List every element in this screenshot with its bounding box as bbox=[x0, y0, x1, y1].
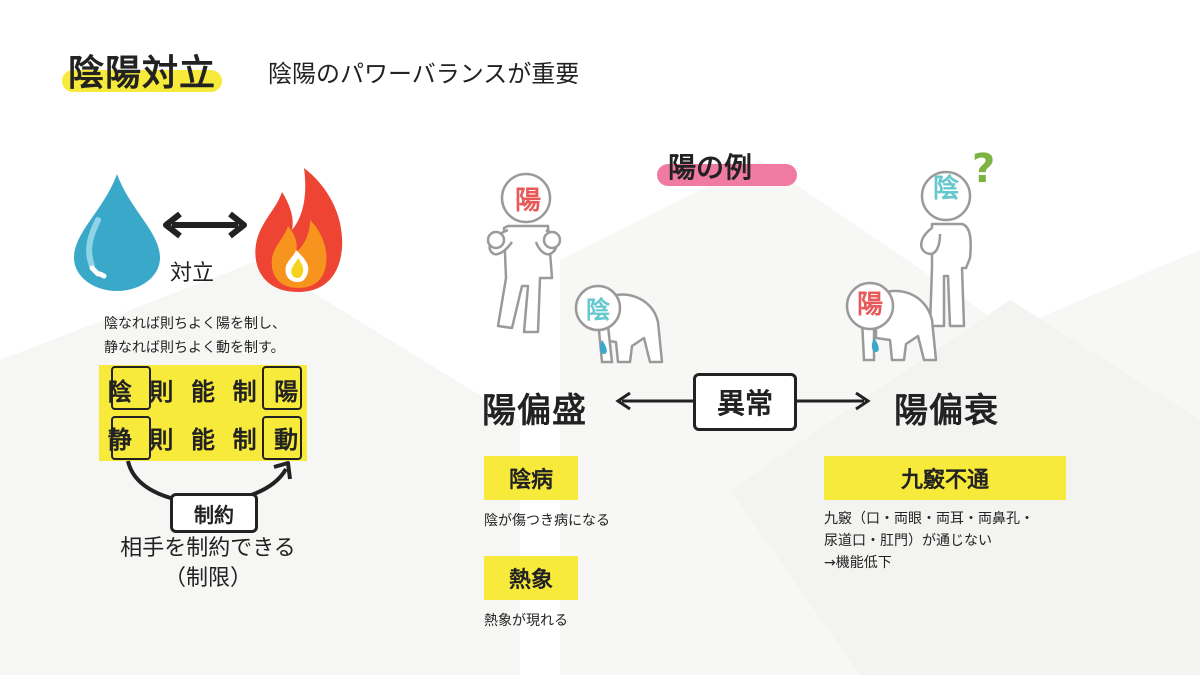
figure-label-yang-2: 陽 bbox=[856, 290, 883, 320]
page-title: 陰陽対立 bbox=[68, 53, 217, 94]
figure-label-yin-2: 陰 bbox=[932, 174, 959, 204]
yin-disease-desc: 陰が傷つき病になる bbox=[484, 513, 610, 529]
quote-line: 静なれば則ちよく動を制す。 bbox=[104, 340, 285, 356]
kneeling-figure-right bbox=[845, 281, 938, 362]
restraint-desc-line: 相手を制約できる bbox=[120, 536, 296, 561]
grid-box-motion bbox=[262, 416, 302, 460]
restraint-desc-line: （制限） bbox=[163, 566, 252, 591]
title-highlight bbox=[62, 70, 222, 92]
standing-fighter-figure bbox=[486, 172, 562, 334]
grid-box-stillness bbox=[111, 416, 151, 460]
desc-line: 九竅（口・両眼・両耳・両鼻孔・ bbox=[824, 511, 1034, 527]
example-title: 陽の例 bbox=[668, 151, 753, 184]
nine-orifices-label: 九竅不通 bbox=[824, 456, 1066, 500]
yang-deficiency-label: 陽偏衰 bbox=[894, 391, 999, 431]
grid-char: 則 bbox=[149, 377, 174, 406]
character-grid: 陰 則 能 制 陽 静 則 能 制 動 bbox=[99, 365, 307, 461]
thinking-figure bbox=[920, 170, 972, 328]
question-mark-icon: ? bbox=[972, 146, 996, 192]
grid-box-yang bbox=[262, 366, 302, 410]
quote-line: 陰なれば則ちよく陽を制し、 bbox=[104, 316, 286, 332]
title-block: 陰陽対立 bbox=[62, 44, 222, 96]
grid-row: 陰 則 能 制 陽 bbox=[99, 367, 307, 411]
restraint-label: 制約 bbox=[170, 493, 258, 533]
heat-sign-label: 熱象 bbox=[484, 556, 578, 600]
opposition-label: 対立 bbox=[170, 261, 215, 286]
classic-quote: 陰なれば則ちよく陽を制し、 静なれば則ちよく動を制す。 bbox=[104, 312, 286, 360]
grid-char: 制 bbox=[232, 377, 257, 406]
yin-disease-label: 陰病 bbox=[484, 456, 578, 500]
page-subtitle: 陰陽のパワーバランスが重要 bbox=[268, 60, 580, 88]
grid-char: 能 bbox=[190, 377, 215, 406]
opposition-arrow-icon bbox=[163, 211, 247, 239]
heat-sign-desc: 熱象が現れる bbox=[484, 613, 568, 629]
example-title-highlight bbox=[657, 164, 797, 186]
restraint-description: 相手を制約できる （制限） bbox=[88, 534, 328, 594]
water-drop-icon bbox=[74, 174, 160, 291]
grid-char: 陽 bbox=[274, 377, 299, 406]
grid-char: 動 bbox=[274, 425, 299, 454]
abnormal-label: 異常 bbox=[693, 373, 797, 431]
grid-char: 制 bbox=[232, 425, 257, 454]
desc-line: →機能低下 bbox=[824, 555, 892, 571]
figure-label-yin: 陰 bbox=[586, 296, 610, 324]
grid-char: 能 bbox=[190, 425, 215, 454]
figure-label-yang: 陽 bbox=[514, 186, 541, 216]
desc-line: 尿道口・肛門）が通じない bbox=[824, 533, 992, 549]
grid-char: 則 bbox=[149, 425, 174, 454]
kneeling-figure-left bbox=[574, 284, 664, 364]
grid-box-yin bbox=[111, 366, 151, 410]
fire-icon bbox=[255, 168, 343, 292]
yang-excess-label: 陽偏盛 bbox=[482, 391, 587, 431]
nine-orifices-desc: 九竅（口・両眼・両耳・両鼻孔・ 尿道口・肛門）が通じない →機能低下 bbox=[824, 508, 1034, 574]
